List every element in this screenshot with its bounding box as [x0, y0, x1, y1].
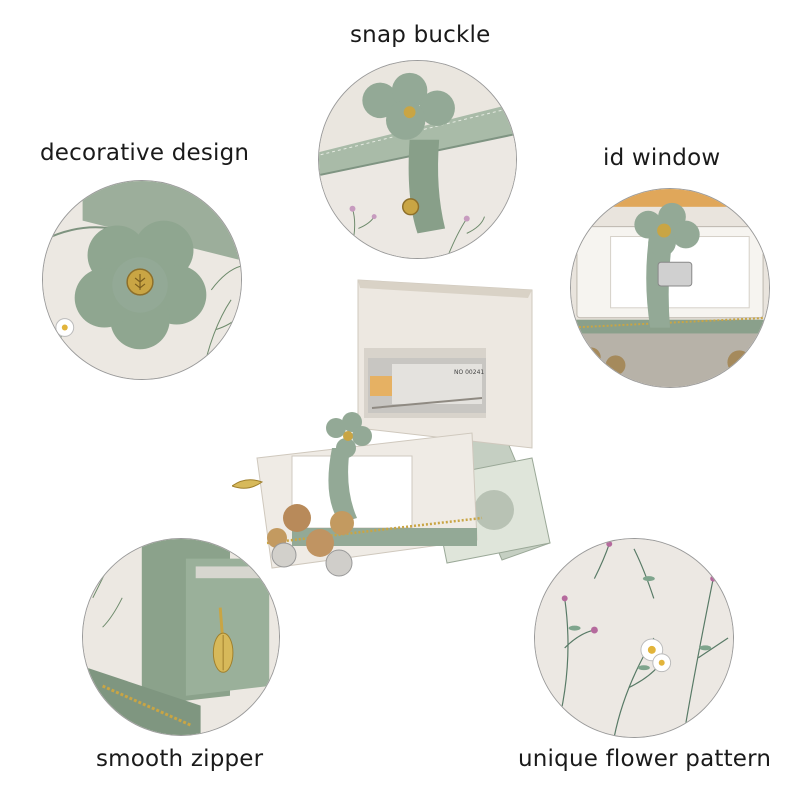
wallet-product-photo: NO 00241 [232, 279, 551, 577]
decorative-design-image [43, 181, 241, 379]
label-snap-buckle: snap buckle [350, 22, 491, 48]
flower-pattern-closeup [534, 538, 734, 738]
flower-strap-icon [634, 202, 700, 257]
label-smooth-zipper: smooth zipper [96, 746, 264, 772]
label-unique-flower-pattern: unique flower pattern [518, 746, 772, 772]
wallet-main-image: NO 00241 [232, 278, 552, 590]
label-decorative-design: decorative design [40, 140, 250, 166]
center-flower-icon [326, 412, 372, 458]
coins [267, 504, 354, 577]
smooth-zipper-image [83, 539, 279, 735]
id-window-closeup [570, 188, 770, 388]
flower-tab-icon [362, 72, 455, 140]
daisy-icon [55, 318, 75, 337]
id-card-number: NO 00241 [454, 369, 484, 376]
flower-clasp-icon [74, 220, 207, 350]
leaf-zipper-pull-icon [212, 607, 234, 673]
flower-pattern-image [535, 539, 733, 737]
decorative-design-closeup [42, 180, 242, 380]
daisy-pattern-icon [640, 638, 672, 673]
zipper-leaf-icon [232, 479, 264, 489]
id-window-image [571, 189, 769, 387]
snap-buckle-closeup [318, 60, 517, 259]
label-id-window: id window [603, 145, 721, 171]
smooth-zipper-closeup [82, 538, 280, 736]
snap-buckle-image [319, 61, 516, 258]
